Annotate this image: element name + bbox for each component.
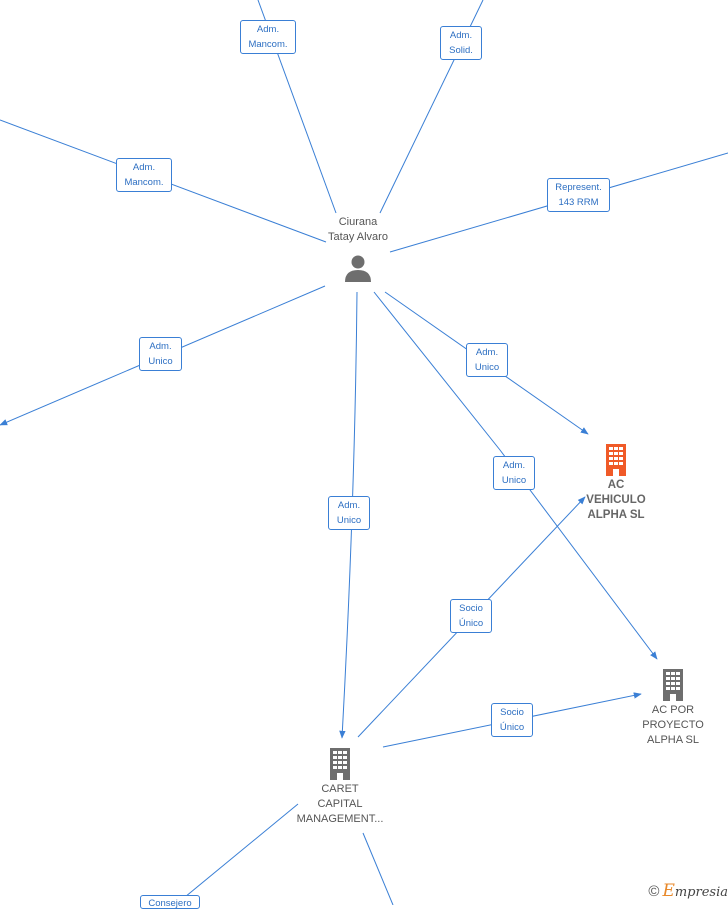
edge-label-line: Adm. bbox=[149, 341, 172, 352]
brand-logo: Empresia bbox=[662, 881, 728, 901]
company-label-line2: VEHICULO bbox=[586, 494, 646, 506]
building-icon bbox=[663, 669, 683, 701]
company-label: AC VEHICULO ALPHA SL bbox=[572, 478, 660, 523]
footer-brand: ©Empresia bbox=[648, 881, 728, 901]
company-node-caret[interactable]: CARET CAPITAL MANAGEMENT... bbox=[292, 746, 388, 827]
edge-person-proyecto bbox=[373, 291, 658, 660]
brand-rest: mpresia bbox=[674, 885, 728, 900]
edge-label-line: Unico bbox=[148, 356, 173, 367]
edge-label-adm-mancom-top[interactable]: Adm. Mancom. bbox=[240, 20, 296, 54]
edge-label-line: Socio bbox=[459, 603, 483, 614]
edge-label-line: Adm. bbox=[132, 162, 156, 173]
company-label-line3: ALPHA SL bbox=[587, 509, 645, 521]
company-label-line1: AC POR bbox=[651, 704, 695, 716]
copyright-icon: © bbox=[648, 883, 660, 900]
company-label-line2: CAPITAL bbox=[317, 798, 363, 810]
edge-label-line: Solid. bbox=[449, 45, 473, 56]
company-label-line3: ALPHA SL bbox=[647, 734, 699, 746]
edge-label-represent[interactable]: Represent. 143 RRM bbox=[547, 178, 610, 212]
person-name-line2: Tatay Alvaro bbox=[328, 231, 388, 243]
edge-label-line: Socio bbox=[500, 707, 524, 718]
edge-label-line: Adm. bbox=[449, 30, 473, 41]
company-node-ac-por-proyecto[interactable]: AC POR PROYECTO ALPHA SL bbox=[630, 667, 716, 748]
edge-label-socio-proyecto[interactable]: Socio Único bbox=[491, 703, 533, 737]
edge-label-line: Consejero bbox=[148, 898, 192, 909]
building-icon bbox=[330, 748, 350, 780]
company-label-line1: CARET bbox=[321, 783, 359, 795]
edge-label-line: Adm. bbox=[475, 347, 499, 358]
edge-caret-bottom bbox=[362, 832, 394, 905]
edge-label-line: Mancom. bbox=[248, 39, 288, 50]
building-icon bbox=[606, 444, 626, 476]
edge-label-line: Adm. bbox=[337, 500, 361, 511]
company-node-ac-vehiculo[interactable]: AC VEHICULO ALPHA SL bbox=[572, 442, 660, 523]
edge-label-line: Adm. bbox=[502, 460, 526, 471]
edge-label-adm-unico-proyecto[interactable]: Adm. Unico bbox=[493, 456, 535, 490]
edge-label-socio-vehiculo[interactable]: Socio Único bbox=[450, 599, 492, 633]
company-label: AC POR PROYECTO ALPHA SL bbox=[630, 703, 716, 748]
person-name-line1: Ciurana bbox=[338, 216, 378, 228]
company-label-line1: AC bbox=[607, 479, 625, 491]
edge-label-adm-unico-left[interactable]: Adm. Unico bbox=[139, 337, 182, 371]
edge-label-adm-solid[interactable]: Adm. Solid. bbox=[440, 26, 482, 60]
person-icon bbox=[345, 255, 371, 282]
edge-label-line: Único bbox=[499, 722, 525, 733]
edge-label-line: Mancom. bbox=[124, 177, 164, 188]
edge-label-adm-mancom-left[interactable]: Adm. Mancom. bbox=[116, 158, 172, 192]
edge-label-adm-unico-caret[interactable]: Adm. Unico bbox=[328, 496, 370, 530]
edge-label-line: Represent. bbox=[555, 182, 602, 193]
company-label-line2: PROYECTO bbox=[642, 719, 704, 731]
edge-label-consejero[interactable]: Consejero bbox=[140, 895, 200, 909]
edge-label-line: Único bbox=[458, 618, 484, 629]
person-node[interactable]: Ciurana Tatay Alvaro bbox=[310, 215, 406, 283]
edge-label-line: Unico bbox=[336, 515, 362, 526]
edge-label-line: Unico bbox=[474, 362, 500, 373]
edge-label-line: Unico bbox=[501, 475, 527, 486]
person-name: Ciurana Tatay Alvaro bbox=[310, 215, 406, 245]
edge-label-adm-unico-vehiculo[interactable]: Adm. Unico bbox=[466, 343, 508, 377]
company-label-line3: MANAGEMENT... bbox=[296, 813, 384, 825]
company-label: CARET CAPITAL MANAGEMENT... bbox=[292, 782, 388, 827]
edge-caret-bottom-left bbox=[184, 803, 299, 898]
brand-initial: E bbox=[662, 881, 675, 901]
edge-label-line: 143 RRM bbox=[558, 197, 599, 208]
edge-label-line: Adm. bbox=[256, 24, 280, 35]
